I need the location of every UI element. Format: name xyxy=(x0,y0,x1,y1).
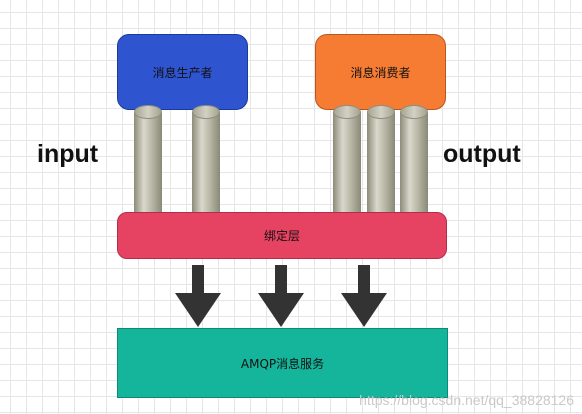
watermark: https://blog.csdn.net/qq_38828126 xyxy=(359,392,574,408)
consumer-box: 消息消费者 xyxy=(315,34,446,110)
producer-channel-cylinder xyxy=(134,105,162,227)
binding-layer-box: 绑定层 xyxy=(117,212,447,259)
down-arrow-icon xyxy=(175,265,221,327)
down-arrow-icon xyxy=(258,265,304,327)
producer-channel-cylinder xyxy=(192,105,220,227)
amqp-label: AMQP消息服务 xyxy=(240,356,325,371)
down-arrow-icon xyxy=(341,265,387,327)
binding-label: 绑定层 xyxy=(263,229,300,243)
consumer-channel-cylinder xyxy=(333,105,361,227)
amqp-service-box: AMQP消息服务 xyxy=(117,328,448,398)
producer-label: 消息生产者 xyxy=(152,65,213,80)
consumer-channel-cylinder xyxy=(400,105,428,227)
consumer-channel-cylinder xyxy=(367,105,395,227)
output-label: output xyxy=(443,140,521,168)
consumer-label: 消息消费者 xyxy=(350,65,411,80)
producer-box: 消息生产者 xyxy=(117,34,248,110)
input-label: input xyxy=(37,140,99,168)
